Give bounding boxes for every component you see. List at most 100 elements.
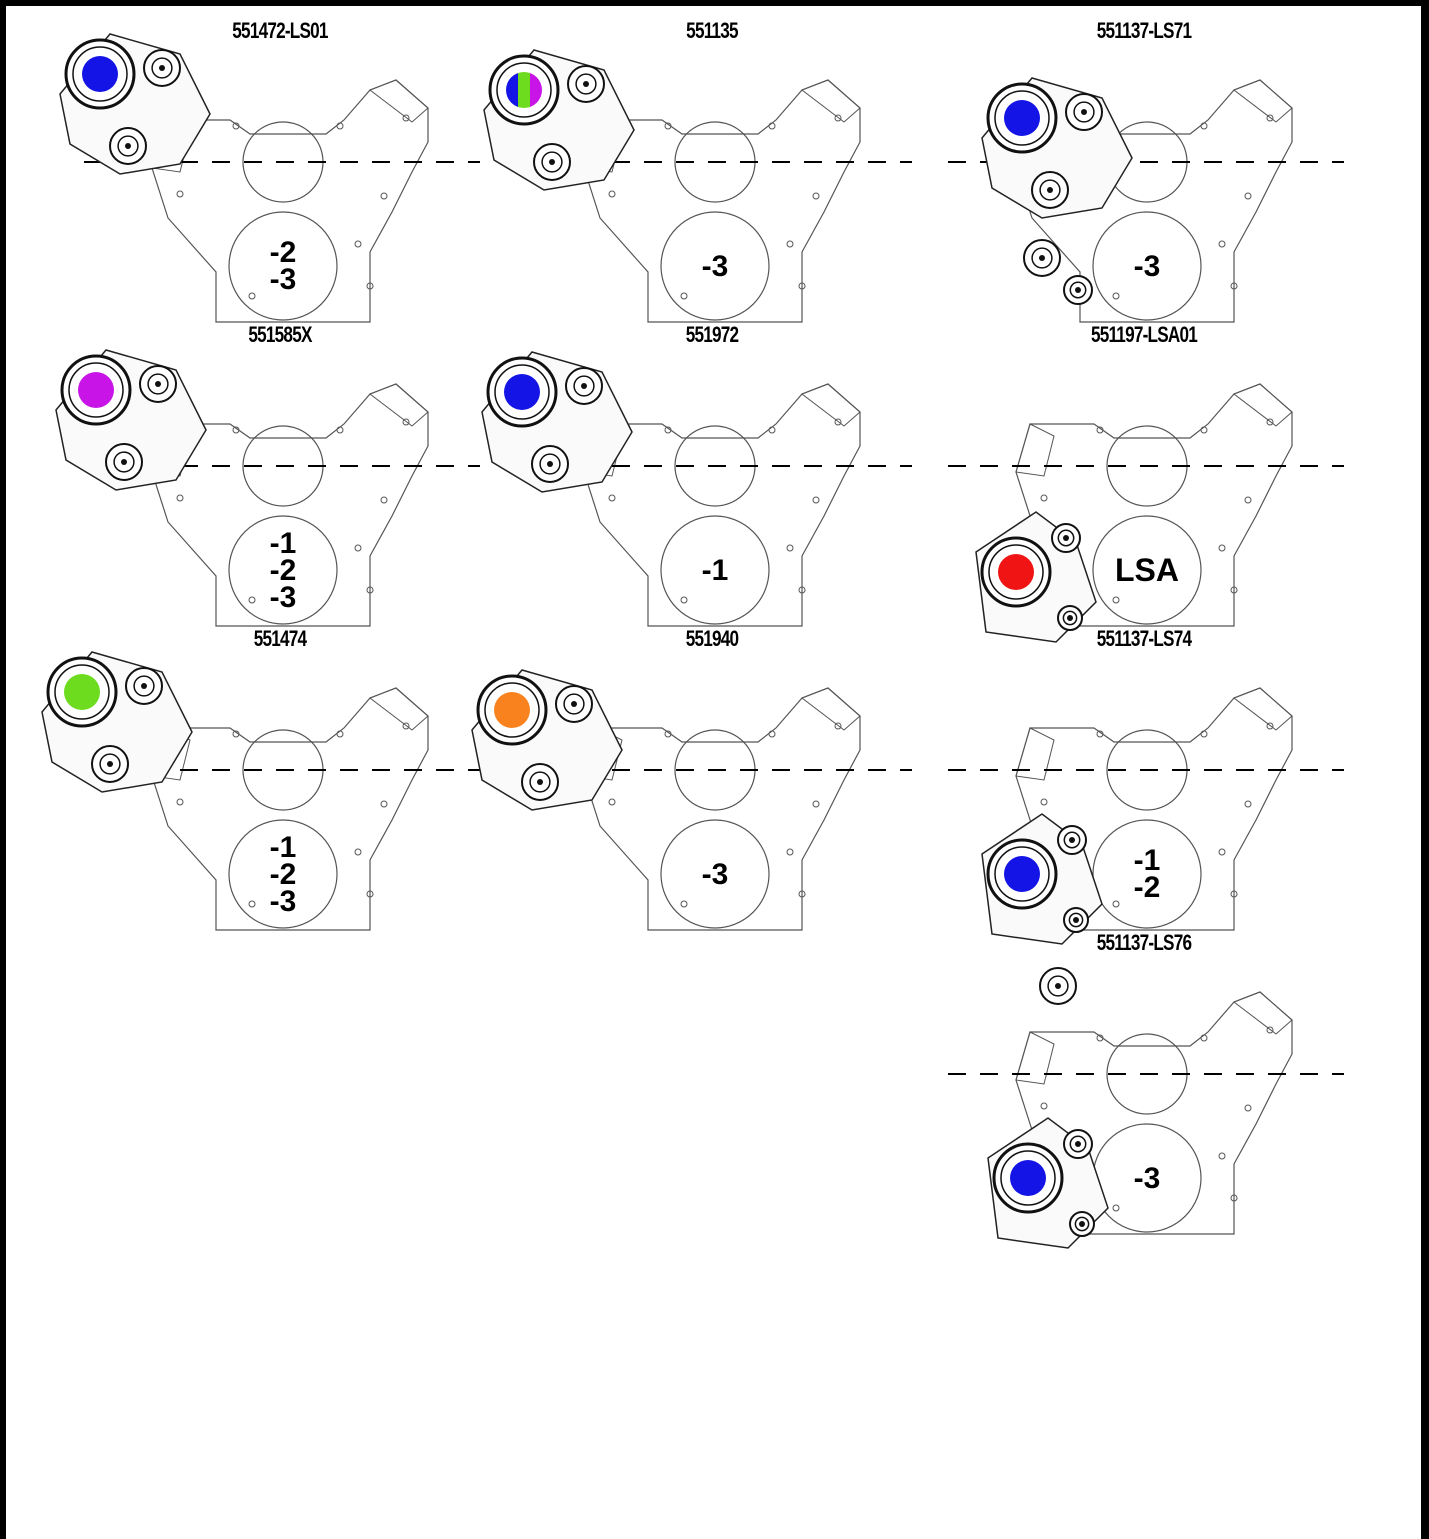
bolt-hole [798, 282, 806, 290]
bolt-hole [1266, 1026, 1274, 1034]
bolt-hole [248, 292, 256, 300]
head-tab-right [800, 79, 861, 123]
bolt-hole [664, 730, 672, 738]
variant-list: -3 [701, 857, 729, 891]
part-number-label: 551197-LSA01 [1090, 322, 1198, 347]
pump-color-indicator [1004, 856, 1040, 892]
bolt-hole [1200, 1034, 1208, 1042]
bolt-hole [608, 190, 616, 198]
pump-color-stripe [506, 72, 518, 108]
pump-color-indicator [82, 56, 118, 92]
bolt-hole [402, 114, 410, 122]
variant-list: -3 [1133, 249, 1161, 283]
part-number-label: 551135 [686, 18, 738, 43]
bolt-hole [176, 798, 184, 806]
idler-pulley-icon [567, 65, 605, 103]
idler-pulley-icon [139, 365, 177, 403]
bolt-hole [608, 494, 616, 502]
part-number-label: 551940 [685, 626, 739, 651]
engine-cover-outline [151, 687, 429, 931]
bolt-hole [680, 292, 688, 300]
bolt-hole [834, 722, 842, 730]
part-number-label: 551585X [248, 322, 312, 347]
idler-pulley-icon [1051, 523, 1081, 553]
bolt-hole [232, 122, 240, 130]
variant-list: -1 -2 [1133, 844, 1161, 904]
bolt-hole [1112, 596, 1120, 604]
head-tab-right [368, 687, 429, 731]
kit-tile: 551137-LS71 -3 [904, 18, 1344, 323]
bolt-hole [834, 418, 842, 426]
bolt-hole [176, 494, 184, 502]
bolt-hole [798, 586, 806, 594]
idler-pulley-icon [555, 685, 593, 723]
engine-front-diagram [948, 77, 1344, 323]
bolt-hole [1218, 1152, 1226, 1160]
bolt-hole [664, 122, 672, 130]
bolt-hole [1230, 1194, 1238, 1202]
bolt-hole [786, 544, 794, 552]
engine-cover-outline [1015, 383, 1293, 627]
bolt-hole [1244, 800, 1252, 808]
idler-pulley-icon [91, 745, 129, 783]
idler-pulley-icon [1039, 967, 1077, 1005]
pump-color-stripe [530, 72, 542, 108]
engine-front-diagram [948, 383, 1344, 643]
head-tab-left [1015, 1031, 1055, 1085]
pump-color-stripe [518, 72, 530, 108]
pump-color-indicator [504, 374, 540, 410]
engine-front-diagram [948, 687, 1344, 945]
bolt-hole [608, 798, 616, 806]
bolt-hole [768, 122, 776, 130]
bolt-hole [366, 282, 374, 290]
idler-pulley-icon [109, 127, 147, 165]
bolt-hole [1218, 544, 1226, 552]
kit-tile: 551135 -3 [472, 18, 912, 323]
part-number-label: 551474 [253, 626, 307, 651]
bolt-hole [812, 800, 820, 808]
bolt-hole [354, 240, 362, 248]
bolt-hole [380, 496, 388, 504]
crank-opening [228, 515, 338, 625]
bolt-hole [1096, 730, 1104, 738]
engine-front-diagram [59, 33, 480, 323]
head-tab-right [1232, 687, 1293, 731]
pump-color-indicator [998, 554, 1034, 590]
bolt-hole [1218, 240, 1226, 248]
variant-list: LSA [1115, 552, 1179, 588]
idler-pulley-icon [533, 143, 571, 181]
variant-list: -1 [701, 553, 729, 587]
bolt-hole [1244, 192, 1252, 200]
bolt-hole [1112, 900, 1120, 908]
bolt-hole [1218, 848, 1226, 856]
kit-tile: 551137-LS76 -3 [904, 930, 1344, 1249]
crank-opening [1092, 819, 1202, 929]
bolt-hole [248, 596, 256, 604]
crank-opening [1092, 515, 1202, 625]
crank-opening [228, 819, 338, 929]
idler-pulley-icon [521, 763, 559, 801]
bolt-hole [380, 800, 388, 808]
idler-pulley-icon [1063, 1129, 1093, 1159]
bolt-hole [1200, 122, 1208, 130]
bolt-hole [1266, 114, 1274, 122]
head-tab-left [1015, 423, 1055, 477]
crank-opening [660, 819, 770, 929]
bolt-hole [336, 426, 344, 434]
idler-pulley-icon [125, 667, 163, 705]
bolt-hole [1096, 426, 1104, 434]
bolt-hole [1230, 586, 1238, 594]
engine-front-diagram [471, 669, 912, 931]
head-tab-right [1232, 991, 1293, 1035]
idler-pulley-icon [565, 367, 603, 405]
bolt-hole [354, 848, 362, 856]
kit-tile: 551197-LSA01 LSA [904, 322, 1344, 643]
pump-color-indicator [64, 674, 100, 710]
bolt-hole [402, 418, 410, 426]
part-number-label: 551472-LS01 [232, 18, 328, 43]
pump-color-indicator [1004, 100, 1040, 136]
bolt-hole [1244, 496, 1252, 504]
engine-cover-outline [1015, 991, 1293, 1235]
bolt-hole [768, 730, 776, 738]
